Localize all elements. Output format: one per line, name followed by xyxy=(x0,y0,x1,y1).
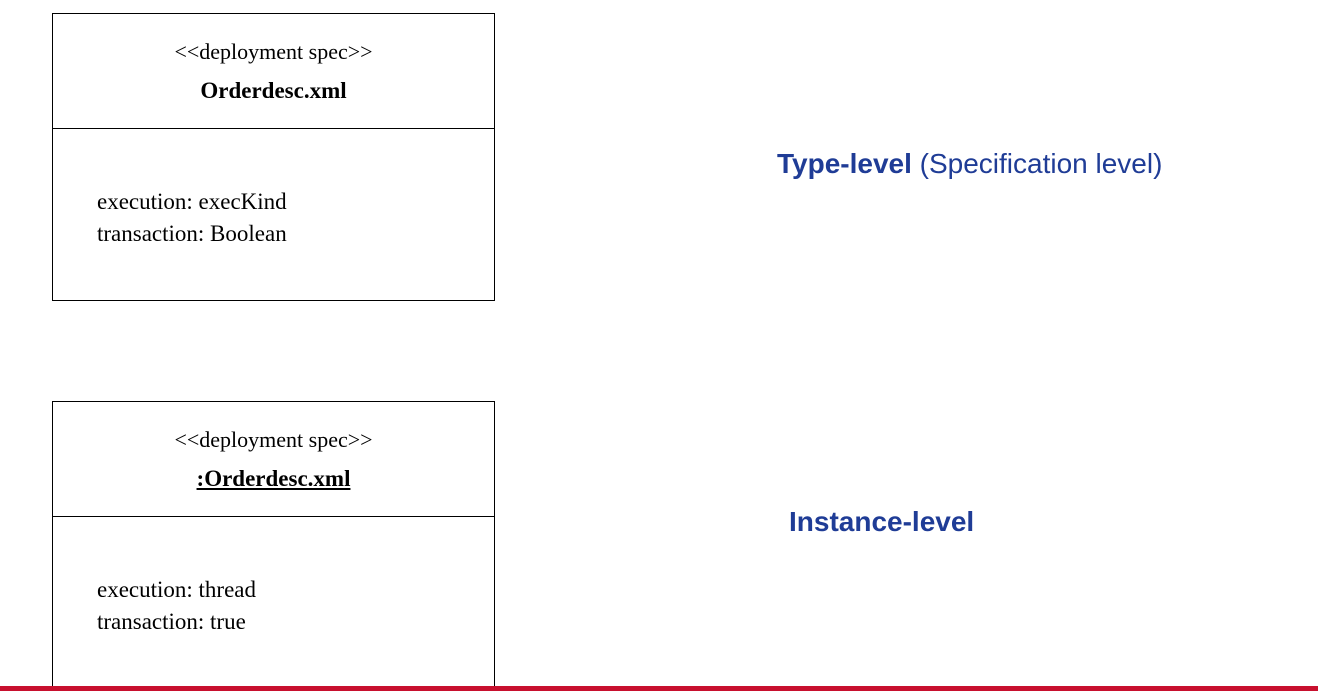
instance-spec-attribute-transaction: transaction: true xyxy=(97,609,246,634)
type-spec-attribute-transaction: transaction: Boolean xyxy=(97,221,287,246)
type-level-label: Type-level (Specification level) xyxy=(777,148,1162,180)
type-spec-header: <<deployment spec>> Orderdesc.xml xyxy=(53,14,494,129)
instance-spec-attribute-execution: execution: thread xyxy=(97,577,257,602)
type-level-label-rest: (Specification level) xyxy=(911,148,1163,179)
instance-level-label-text: Instance-level xyxy=(789,506,975,537)
instance-spec-header: <<deployment spec>> :Orderdesc.xml xyxy=(53,402,494,517)
type-spec-stereotype: <<deployment spec>> xyxy=(174,39,373,64)
instance-level-label: Instance-level xyxy=(789,506,974,538)
type-spec-attributes: execution: execKind transaction: Boolean xyxy=(53,129,494,250)
type-spec-name: Orderdesc.xml xyxy=(200,78,347,103)
type-level-deployment-spec: <<deployment spec>> Orderdesc.xml execut… xyxy=(52,13,495,301)
instance-spec-name: :Orderdesc.xml xyxy=(196,466,351,491)
instance-spec-attributes: execution: thread transaction: true xyxy=(53,517,494,638)
bottom-divider xyxy=(0,686,1318,691)
instance-spec-stereotype: <<deployment spec>> xyxy=(174,427,373,452)
type-level-label-bold: Type-level xyxy=(777,148,912,179)
type-spec-attribute-execution: execution: execKind xyxy=(97,189,287,214)
instance-level-deployment-spec: <<deployment spec>> :Orderdesc.xml execu… xyxy=(52,401,495,691)
